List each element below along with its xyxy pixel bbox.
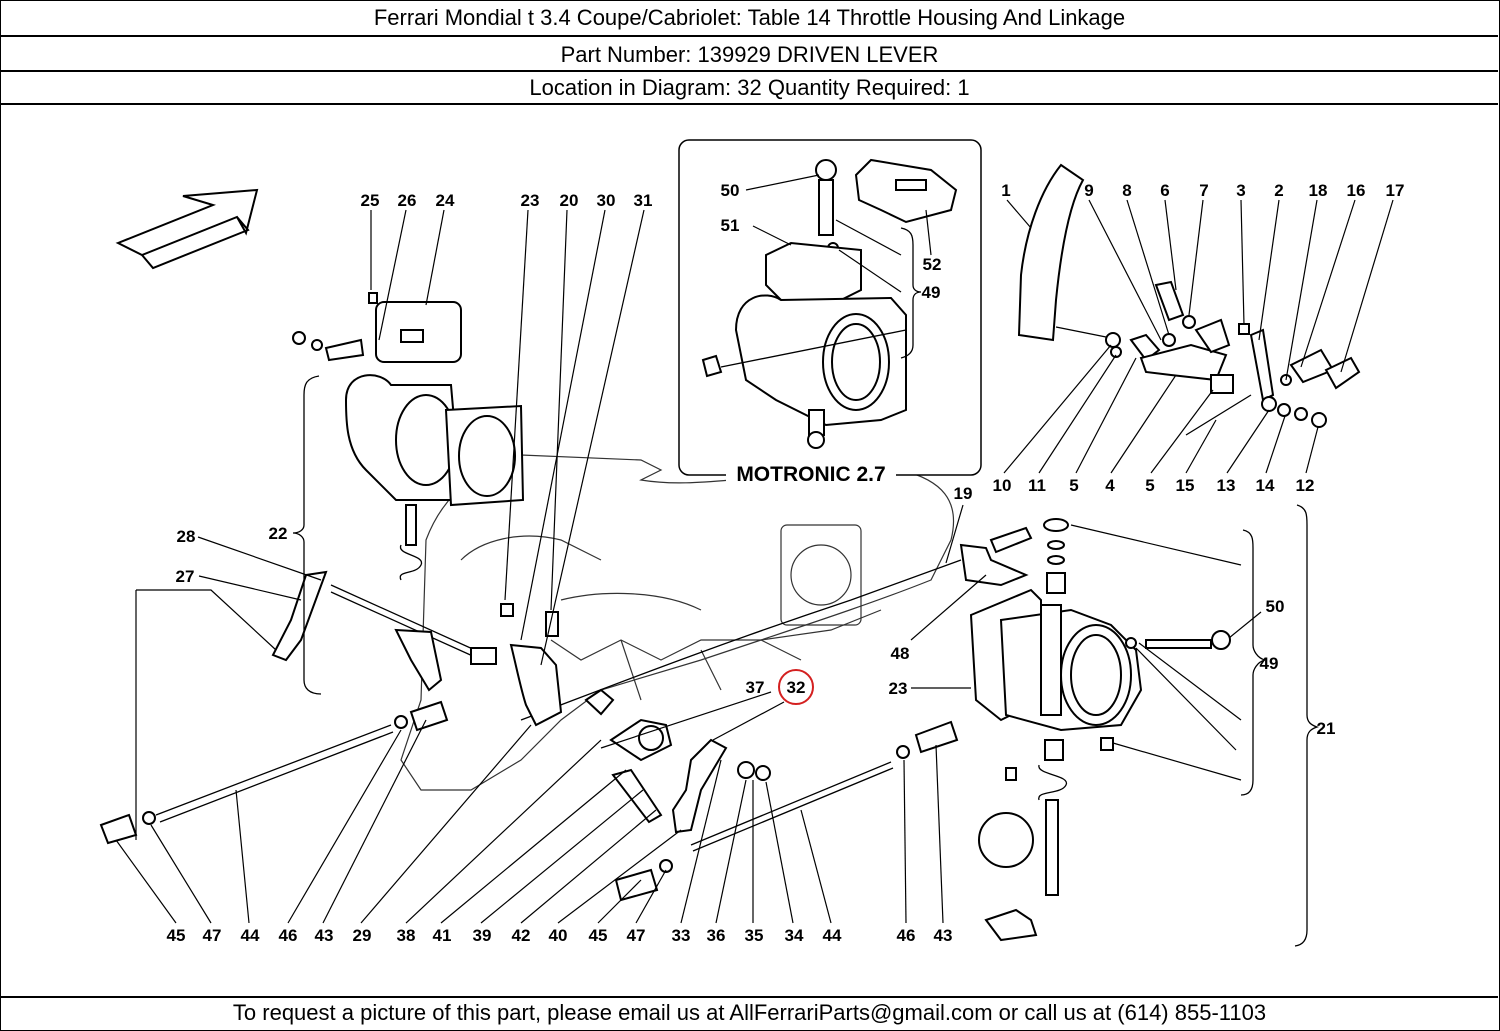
callout-22: 22 [269, 524, 288, 543]
callout-24: 24 [436, 191, 455, 210]
callout-50: 50 [1266, 597, 1285, 616]
pedal-linkage [1017, 163, 1361, 436]
callout-5: 5 [1069, 476, 1078, 495]
central-linkage [584, 688, 959, 902]
callout-39: 39 [473, 926, 492, 945]
bracket-22 [292, 375, 322, 695]
callout-32: 32 [787, 678, 806, 697]
callout-labels: 25 26 24 23 20 30 31 22 28 27 37 32 23 4… [167, 181, 1405, 945]
callout-52: 52 [923, 255, 942, 274]
callout-43: 43 [315, 926, 334, 945]
callout-28: 28 [177, 527, 196, 546]
callout-43: 43 [934, 926, 953, 945]
callout-2: 2 [1274, 181, 1283, 200]
driven-lever-32 [671, 738, 728, 834]
callout-34: 34 [785, 926, 804, 945]
callout-8: 8 [1122, 181, 1131, 200]
callout-12: 12 [1296, 476, 1315, 495]
callout-29: 29 [353, 926, 372, 945]
divider [1, 35, 1498, 37]
throttle-body-right [969, 518, 1231, 942]
bracket-21 [1294, 504, 1320, 947]
parts-diagram: MOTRONIC 2.7 [99, 139, 1405, 947]
callout-48: 48 [891, 644, 910, 663]
callout-49-inset: 49 [922, 283, 941, 302]
callout-13: 13 [1217, 476, 1236, 495]
callout-11: 11 [1028, 476, 1046, 495]
callout-30: 30 [597, 191, 616, 210]
callout-45: 45 [167, 926, 186, 945]
callout-5: 5 [1145, 476, 1154, 495]
throttle-housing-left [292, 292, 525, 581]
callout-19: 19 [954, 484, 973, 503]
callout-25: 25 [361, 191, 380, 210]
callout-44: 44 [823, 926, 842, 945]
callout-47: 47 [627, 926, 646, 945]
callout-17: 17 [1386, 181, 1405, 200]
callout-26: 26 [398, 191, 417, 210]
callout-10: 10 [993, 476, 1012, 495]
callout-21: 21 [1317, 719, 1336, 738]
rod-44-left [99, 700, 449, 845]
callout-33: 33 [672, 926, 691, 945]
intake-manifold [400, 454, 955, 791]
divider [1, 70, 1498, 72]
callout-6: 6 [1160, 181, 1169, 200]
footer-contact: To request a picture of this part, pleas… [232, 1000, 1267, 1025]
inset-label: MOTRONIC 2.7 [736, 463, 885, 486]
callout-44: 44 [241, 926, 260, 945]
callout-4: 4 [1105, 476, 1115, 495]
callout-1: 1 [1001, 181, 1010, 200]
callout-20: 20 [560, 191, 579, 210]
callout-23: 23 [889, 679, 908, 698]
divider [1, 103, 1498, 105]
part-number: Part Number: 139929 DRIVEN LEVER [560, 42, 939, 67]
bracket-49 [1240, 529, 1266, 796]
motronic-inset: MOTRONIC 2.7 [678, 139, 982, 488]
callout-50-inset: 50 [721, 181, 740, 200]
callout-16: 16 [1347, 181, 1366, 200]
callout-45: 45 [589, 926, 608, 945]
callout-46: 46 [897, 926, 916, 945]
callout-51: 51 [721, 216, 740, 235]
callout-42: 42 [512, 926, 531, 945]
callout-15: 15 [1176, 476, 1195, 495]
divider [1, 996, 1498, 998]
bracket-49-inset [900, 227, 922, 359]
callout-49: 49 [1260, 654, 1279, 673]
callout-27: 27 [176, 567, 195, 586]
page-title: Ferrari Mondial t 3.4 Coupe/Cabriolet: T… [373, 5, 1126, 30]
callout-18: 18 [1309, 181, 1328, 200]
callout-36: 36 [707, 926, 726, 945]
callout-41: 41 [433, 926, 452, 945]
callout-3: 3 [1236, 181, 1245, 200]
callout-40: 40 [549, 926, 568, 945]
callout-23: 23 [521, 191, 540, 210]
callout-35: 35 [745, 926, 764, 945]
cable-assembly [500, 526, 1033, 727]
linkage-left [271, 570, 497, 692]
callout-9: 9 [1084, 181, 1093, 200]
callout-14: 14 [1256, 476, 1275, 495]
callout-47: 47 [203, 926, 222, 945]
callout-38: 38 [397, 926, 416, 945]
callout-7: 7 [1199, 181, 1208, 200]
callout-46: 46 [279, 926, 298, 945]
leader-lines [115, 174, 1394, 924]
direction-arrow-icon [115, 188, 259, 270]
location-info: Location in Diagram: 32 Quantity Require… [529, 75, 970, 100]
highlight-circle [778, 669, 814, 705]
callout-31: 31 [634, 191, 653, 210]
callout-37: 37 [746, 678, 765, 697]
